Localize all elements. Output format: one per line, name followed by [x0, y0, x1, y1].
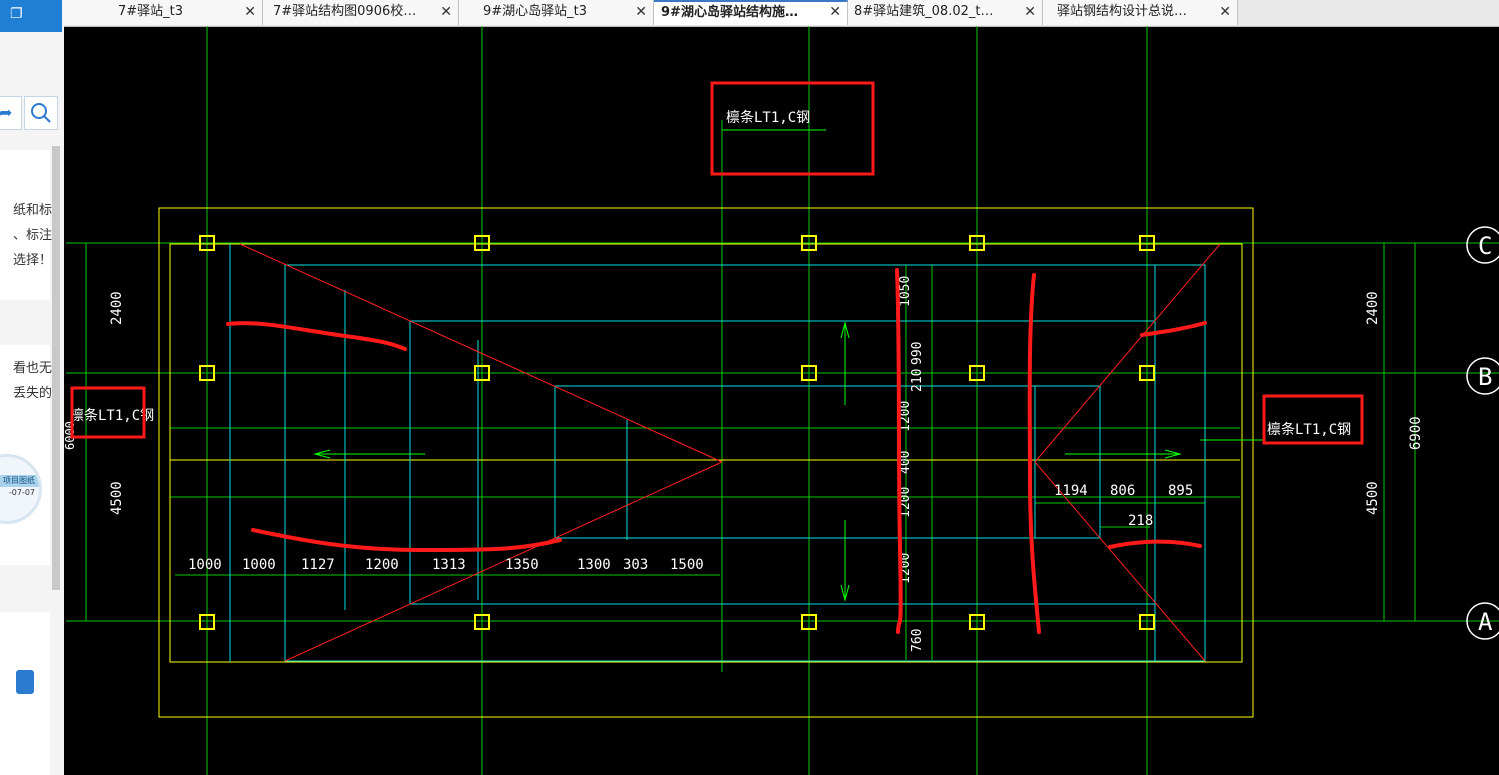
member-label-left: 檩条LT1,C钢 — [70, 407, 154, 424]
close-icon[interactable]: ✕ — [829, 4, 841, 20]
vdim-1050: 1050 — [898, 276, 913, 307]
bdim-3: 1127 — [301, 557, 335, 573]
close-icon[interactable]: ✕ — [635, 4, 647, 20]
axis-label-c: C — [1478, 232, 1492, 260]
bdim-5: 1313 — [432, 557, 466, 573]
tab-8-architecture[interactable]: 8#驿站建筑_08.02_t… ✕ — [848, 0, 1043, 25]
tab-9-island-t3[interactable]: 9#湖心岛驿站_t3 ✕ — [459, 0, 654, 25]
axis-label-a: A — [1478, 608, 1493, 636]
panel-header: ❐ — [0, 0, 62, 32]
tab-9-island-structure[interactable]: 9#湖心岛驿站结构施… ✕ — [654, 0, 848, 25]
tab-label: 7#驿站_t3 — [118, 4, 184, 19]
dim-left-2400: 2400 — [109, 291, 125, 325]
vdim-400: 400 — [898, 451, 913, 474]
tab-7-structure[interactable]: 7#驿站结构图0906校… ✕ — [263, 0, 459, 25]
panel-scrollbar[interactable] — [52, 146, 60, 590]
markup-box-left — [70, 386, 146, 439]
tab-label: 7#驿站结构图0906校… — [273, 4, 417, 19]
diagonal-lines — [239, 243, 1221, 662]
notice-line-2: 、标注 — [12, 228, 52, 243]
dim-right-4500: 4500 — [1365, 481, 1381, 515]
notice-line-3: 选择！ — [12, 253, 52, 268]
member-label-right: 檩条LT1,C钢 — [1267, 421, 1351, 438]
bdim-4: 1200 — [365, 557, 399, 573]
vdim-1200-b: 1200 — [898, 487, 913, 518]
app-icon[interactable] — [16, 670, 34, 694]
close-icon[interactable]: ✕ — [244, 4, 256, 20]
bdim-6: 1350 — [505, 557, 539, 573]
axis-label-b: B — [1478, 363, 1492, 391]
vdim-990: 990 — [910, 342, 925, 365]
share-icon: ➦ — [0, 103, 13, 122]
dim-left-4500: 4500 — [109, 481, 125, 515]
tab-7-station-t3[interactable]: 7#驿站_t3 ✕ — [64, 0, 263, 25]
horizontal-grid-lines — [66, 242, 1499, 622]
beam-lines — [229, 244, 1206, 662]
slab-outline — [158, 207, 1254, 718]
markup-box-top — [710, 81, 875, 176]
cad-drawing-canvas[interactable]: C B A 2400 4500 2400 4500 6900 6000 1050… — [64, 26, 1499, 775]
vdim-760: 760 — [910, 629, 925, 652]
column-markers — [199, 235, 1155, 630]
vdim-210: 210 — [910, 369, 925, 392]
rdim-1194: 1194 — [1054, 483, 1088, 499]
tab-label: 9#湖心岛驿站结构施… — [661, 5, 798, 20]
bdim-8: 303 — [623, 557, 648, 573]
tab-label: 8#驿站建筑_08.02_t… — [854, 4, 994, 19]
member-label-top: 檩条LT1,C钢 — [726, 109, 810, 126]
promo-card — [0, 612, 50, 775]
bdim-2: 1000 — [242, 557, 276, 573]
info-line-1: 看也无 — [12, 361, 52, 376]
bdim-7: 1300 — [577, 557, 611, 573]
document-tab-bar: 7#驿站_t3 ✕ 7#驿站结构图0906校… ✕ 9#湖心岛驿站_t3 ✕ 9… — [64, 0, 1499, 27]
badge-title: 项目图纸 — [0, 475, 39, 487]
dimension-lines — [85, 243, 1416, 660]
bdim-1: 1000 — [188, 557, 222, 573]
rdim-218: 218 — [1128, 513, 1153, 529]
rdim-806: 806 — [1110, 483, 1135, 499]
vertical-grid-lines — [206, 26, 1148, 775]
close-icon[interactable]: ✕ — [1024, 4, 1036, 20]
markup-boxes — [70, 81, 1364, 445]
close-icon[interactable]: ✕ — [440, 4, 452, 20]
tab-label: 9#湖心岛驿站_t3 — [483, 4, 588, 19]
direction-arrows — [313, 321, 1182, 602]
dim-right-2400: 2400 — [1365, 291, 1381, 325]
notice-line-1: 纸和标 — [12, 203, 52, 218]
markup-strokes — [226, 268, 1207, 634]
info-line-2: 丢失的 — [12, 386, 52, 401]
markup-box-right — [1262, 394, 1364, 445]
search-icon — [31, 103, 51, 123]
left-side-panel: ❐ ➦ 纸和标 、标注 选择！ 看也无 丢失的 项目图纸 -07-07 — [0, 0, 64, 775]
notice-card — [0, 150, 50, 300]
badge-date: -07-07 — [8, 488, 35, 497]
close-icon[interactable]: ✕ — [1219, 4, 1231, 20]
tab-label: 驿站钢结构设计总说… — [1057, 4, 1188, 19]
search-button[interactable] — [24, 96, 58, 130]
share-button[interactable]: ➦ — [0, 96, 22, 130]
vdim-1200-a: 1200 — [898, 401, 913, 432]
rdim-895: 895 — [1168, 483, 1193, 499]
restore-icon[interactable]: ❐ — [10, 6, 23, 22]
tab-steel-notes[interactable]: 驿站钢结构设计总说… ✕ — [1043, 0, 1238, 25]
bdim-9: 1500 — [670, 557, 704, 573]
axis-bubbles — [1466, 226, 1499, 640]
dim-total-6900: 6900 — [1408, 416, 1424, 450]
